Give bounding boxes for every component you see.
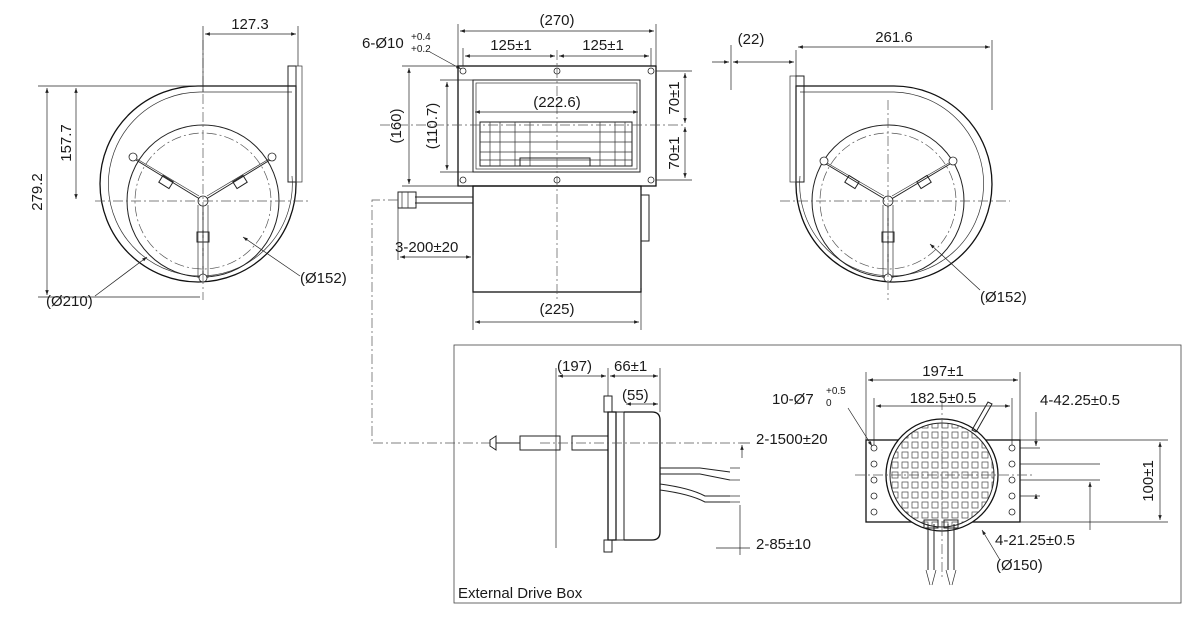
external-drive-box-panel: External Drive Box (197) 66±1 (453, 344, 1182, 604)
dim-front-half-b-text: 125±1 (582, 37, 624, 54)
dim-front-flange-height-text: (160) (388, 108, 405, 143)
label-front-holes-text: 6-Ø10 (362, 35, 404, 52)
left-side-view: 127.3 157.7 279.2 (Ø210) (Ø152) (29, 16, 347, 310)
dim-left-height-a: 157.7 (58, 85, 200, 199)
dim-front-right-vertical: 70±1 70±1 (656, 70, 692, 181)
dim-front-outlet-width: (222.6) (475, 94, 638, 114)
leader-left-outer (94, 256, 148, 297)
dim-front-cable-text: 3-200±20 (395, 239, 458, 256)
dim-box-w3-text: (55) (622, 387, 649, 404)
dim-box-cable-a-text: 2-1500±20 (756, 431, 828, 448)
front-view: (270) 125±1 125±1 6-Ø10 +0.4 +0.2 (222.6… (362, 12, 692, 444)
dim-box-slot-b-text: 4-21.25±0.5 (995, 532, 1075, 549)
label-front-holes-tol-upper: +0.4 (411, 32, 431, 43)
dim-left-width-text: 127.3 (231, 16, 269, 33)
drive-box-side-view: (197) 66±1 (55) 2-1500±20 2-85±10 (489, 358, 828, 555)
dim-front-total-width-text: (270) (539, 12, 574, 29)
label-box-holes-tol-upper: +0.5 (826, 386, 846, 397)
dim-box-dia-text: (Ø150) (996, 557, 1043, 574)
label-front-holes: 6-Ø10 +0.4 +0.2 (362, 32, 462, 70)
dim-right-width: 261.6 (798, 29, 993, 110)
dim-right-dia-text: (Ø152) (980, 289, 1027, 306)
dim-front-flange-height: (160) (388, 65, 458, 187)
dim-box-inner-w-text: 182.5±0.5 (910, 390, 977, 407)
dim-front-outlet-height: (110.7) (424, 79, 473, 173)
front-outlet (472, 79, 641, 173)
drive-box-frame (453, 344, 1182, 604)
left-flange (287, 65, 297, 183)
dim-box-cable-b-text: 2-85±10 (756, 536, 811, 553)
front-connector (397, 191, 417, 209)
dim-left-height-a-text: 157.7 (58, 124, 75, 162)
left-housing-outline (99, 85, 297, 283)
dim-box-front-w-text: 197±1 (922, 363, 964, 380)
dim-box-height-text: 100±1 (1140, 460, 1157, 502)
dim-left-width: 127.3 (202, 16, 299, 92)
dim-right-offset-text: (22) (738, 31, 765, 48)
drive-box-caption: External Drive Box (458, 585, 583, 602)
dim-front-halves: 125±1 125±1 (462, 37, 652, 66)
left-flange-lip (295, 65, 303, 183)
dim-right-width-text: 261.6 (875, 29, 913, 46)
dim-box-w2-text: 66±1 (614, 358, 647, 375)
drive-box-front-view: 197±1 182.5±0.5 10-Ø7 +0.5 0 4-42.25±0.5… (772, 363, 1168, 586)
dim-front-v-a-text: 70±1 (666, 81, 683, 114)
leader-right-dia (929, 243, 981, 291)
left-motor-bracket (128, 152, 277, 283)
dim-left-dia-inner: (Ø152) (300, 270, 347, 287)
right-side-view: (22) 261.6 (Ø152) (712, 29, 1027, 306)
label-front-holes-tol-lower: +0.2 (411, 44, 431, 55)
dim-front-total-width: (270) (457, 12, 657, 66)
front-impeller (479, 121, 633, 167)
dim-front-v-b-text: 70±1 (666, 136, 683, 169)
dim-left-height-b-text: 279.2 (29, 173, 46, 211)
dim-left-dia-outer: (Ø210) (46, 293, 93, 310)
dim-box-w1-text: (197) (557, 358, 592, 375)
label-box-holes-tol-lower: 0 (826, 398, 832, 409)
dim-front-body-width-text: (225) (539, 301, 574, 318)
cable-route-line (371, 199, 490, 444)
left-housing-inner (108, 91, 293, 277)
dim-front-cable: 3-200±20 (395, 208, 474, 292)
label-box-holes-text: 10-Ø7 (772, 391, 814, 408)
leader-left-inner (242, 236, 301, 277)
right-motor-bracket (819, 156, 958, 283)
dim-front-outlet-width-text: (222.6) (533, 94, 581, 111)
dim-front-half-a-text: 125±1 (490, 37, 532, 54)
dim-front-body-width: (225) (472, 292, 642, 330)
dim-left-height-b: 279.2 (29, 85, 200, 298)
right-housing-outline (795, 85, 993, 283)
dim-box-slot-a-text: 4-42.25±0.5 (1040, 392, 1120, 409)
dim-right-offset: (22) (712, 31, 797, 90)
dim-front-outlet-height-text: (110.7) (424, 103, 441, 149)
